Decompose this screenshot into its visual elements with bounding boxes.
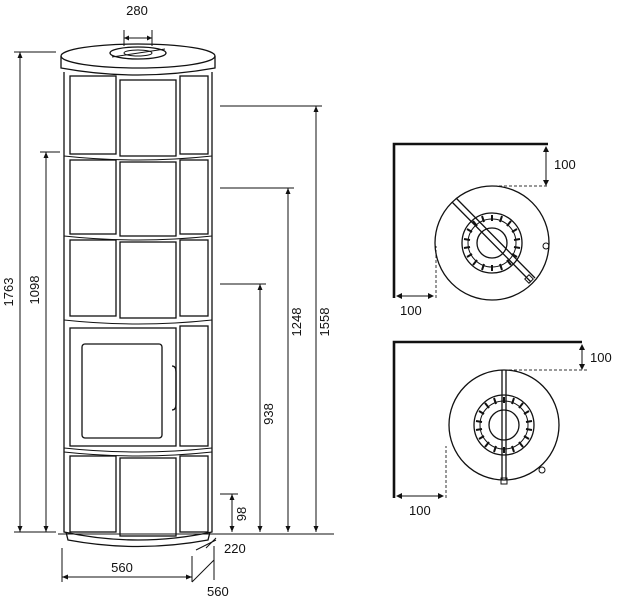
dimension-door-height: 1098 — [27, 151, 60, 532]
flue-opening — [109, 46, 167, 60]
dimension-938: 938 — [220, 283, 276, 532]
dim-1558-label: 1558 — [317, 308, 332, 337]
dimension-width-front: 560 — [61, 548, 193, 582]
stove-cap-edge — [60, 56, 216, 76]
stove-front-view — [60, 43, 216, 548]
dimension-depth-220: 220 — [195, 537, 246, 556]
stove-base — [65, 531, 211, 548]
plan-view-corner-2: 100 100 — [392, 340, 612, 518]
flue-grate-bar — [111, 48, 166, 58]
plan1-top-clearance-label: 100 — [554, 157, 576, 172]
wall-corner-1 — [392, 142, 548, 298]
wall-corner-2 — [392, 340, 582, 498]
dim-width-front-label: 560 — [111, 560, 133, 575]
dimension-total-height: 1763 — [1, 51, 56, 533]
dimension-1248: 1248 — [220, 187, 304, 532]
stove-door — [69, 325, 209, 447]
dim-total-height-label: 1763 — [1, 278, 16, 307]
tile-grid — [63, 75, 213, 537]
dim-98-label: 98 — [234, 507, 249, 521]
flue-inner — [123, 49, 153, 57]
burner-ring-2 — [473, 394, 535, 456]
plan2-side-clearance-label: 100 — [409, 503, 431, 518]
dim-220-label: 220 — [224, 541, 246, 556]
plan1-side-clearance-label: 100 — [400, 303, 422, 318]
grate-pattern-2 — [475, 397, 533, 453]
door-glass — [81, 343, 163, 439]
dim-1248-label: 1248 — [289, 308, 304, 337]
door-handle — [171, 365, 177, 411]
dim-width-side-label: 560 — [207, 584, 229, 599]
dimension-98: 98 — [220, 493, 249, 532]
stove-plan-circle-2 — [448, 369, 560, 481]
dimension-width-side: 560 — [191, 546, 229, 599]
dim-top-width-label: 280 — [126, 3, 148, 18]
dimension-top-width: 280 — [123, 3, 153, 46]
dim-938-label: 938 — [261, 403, 276, 425]
stove-plan-circle-1 — [434, 185, 550, 301]
grate-pattern-1 — [463, 215, 521, 271]
plan-view-corner-1: 100 100 — [392, 142, 576, 318]
dimension-1558: 1558 — [220, 105, 332, 532]
dim-door-height-label: 1098 — [27, 276, 42, 305]
burner-ring-1 — [461, 212, 523, 274]
plan2-top-clearance-label: 100 — [590, 350, 612, 365]
